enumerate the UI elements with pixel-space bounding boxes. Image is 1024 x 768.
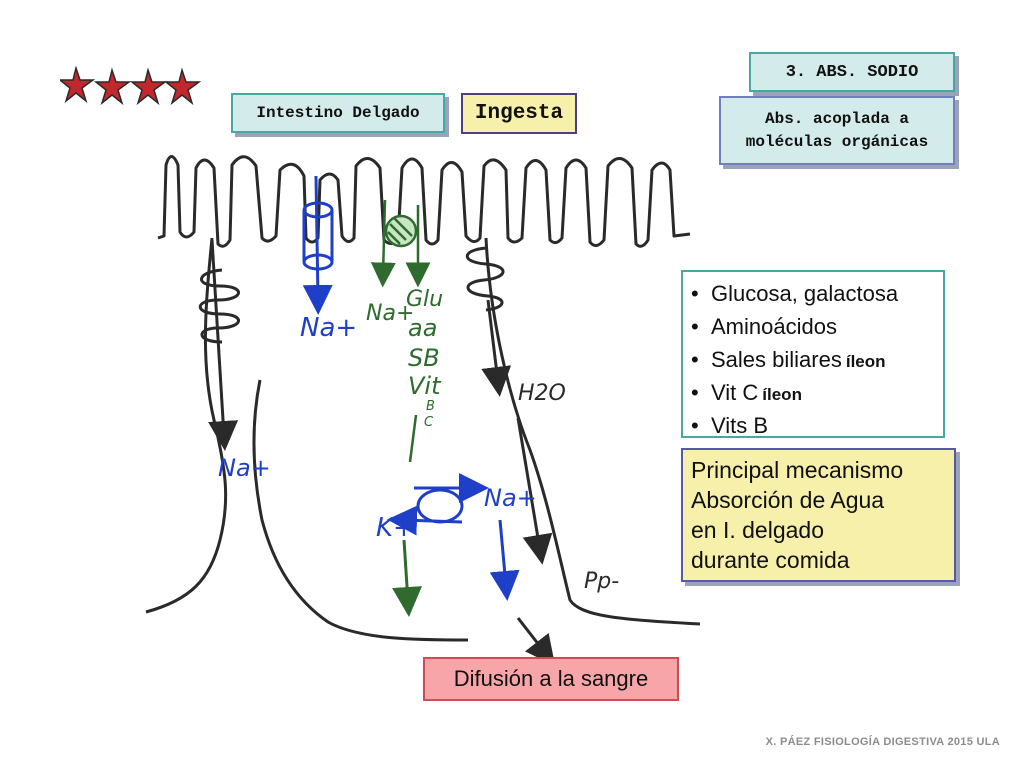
- bullet-icon: •: [691, 413, 699, 438]
- cotransport-na-label: Na+: [366, 301, 414, 326]
- list-item: • Vits B: [691, 410, 935, 443]
- ingesta-label: Ingesta: [461, 93, 577, 134]
- subtitle-box: Abs. acoplada a moléculas orgánicas: [719, 96, 955, 165]
- list-item: • Aminoácidos: [691, 311, 935, 344]
- water-arrow: [481, 299, 512, 397]
- list-item-note: íleon: [762, 385, 802, 404]
- bullet-icon: •: [691, 347, 699, 372]
- cotransport-sb-label: SB: [408, 344, 440, 372]
- center-cell-right-membrane: [484, 237, 701, 626]
- section-title-text: 3. ABS. SODIO: [785, 62, 919, 82]
- ingesta-text: Ingesta: [474, 102, 564, 125]
- difusion-text: Difusión a la sangre: [453, 666, 649, 691]
- list-item-text: Aminoácidos: [711, 314, 837, 339]
- principal-line-2: Absorción de Agua: [691, 487, 885, 513]
- na-left-label: Na+: [218, 454, 271, 482]
- intestino-delgado-label: Intestino Delgado: [231, 93, 445, 133]
- list-item-text: Glucosa, galactosa: [711, 281, 899, 306]
- k-label: K+: [376, 513, 415, 543]
- subtitle-line-1: Abs. acoplada a: [764, 109, 910, 128]
- cotransport-aa-label: aa: [408, 314, 437, 342]
- water-label: H2O: [518, 381, 566, 406]
- star-icon: [93, 67, 132, 106]
- tight-junction-right: [465, 246, 505, 312]
- bullet-icon: •: [691, 380, 699, 405]
- center-cell-membrane: [252, 379, 469, 642]
- footer-credit: X. PÁEZ FISIOLOGÍA DIGESTIVA 2015 ULA: [765, 736, 1000, 748]
- star-icon: [163, 67, 202, 106]
- na-channel-icon: [302, 175, 334, 315]
- left-cell-membrane: [145, 237, 228, 614]
- list-item: • Glucosa, galactosa: [691, 278, 935, 311]
- k-exit-arrow: [392, 539, 423, 617]
- star-icon: [60, 66, 96, 104]
- list-item-text: Vits B: [711, 413, 769, 438]
- cotransporter-icon: [370, 199, 431, 463]
- star-icon: [129, 67, 168, 106]
- list-item-note: íleon: [845, 352, 886, 371]
- priority-stars: [60, 66, 202, 106]
- bullet-icon: •: [691, 314, 699, 339]
- signature: Pp-: [584, 569, 619, 594]
- list-item-text: Sales biliares: [711, 347, 842, 372]
- na-channel-label: Na+: [300, 313, 357, 343]
- difusion-label: Difusión a la sangre: [423, 657, 679, 701]
- na-left-arrow: [208, 239, 239, 451]
- principal-line-4: durante comida: [691, 547, 850, 573]
- water-arrow-lower: [516, 417, 553, 565]
- molecule-list-box: • Glucosa, galactosa • Aminoácidos • Sales …: [681, 270, 945, 438]
- cotransport-vit-label: Vit: [408, 372, 442, 400]
- subtitle-line-2: moléculas orgánicas: [745, 132, 929, 151]
- cotransport-c-label: C: [424, 415, 434, 430]
- principal-mechanism-box: Principal mecanismo Absorción de Agua en…: [681, 448, 956, 582]
- intestino-text: Intestino Delgado: [256, 104, 420, 122]
- cotransport-glu-label: Glu: [406, 287, 443, 312]
- list-item-text: Vit C: [711, 380, 759, 405]
- section-title: 3. ABS. SODIO: [749, 52, 955, 92]
- bullet-icon: •: [691, 281, 699, 306]
- diffusion-arrow: [516, 617, 556, 666]
- cotransport-b-label: B: [426, 399, 435, 414]
- brush-border: [157, 155, 691, 248]
- pump-icon: [387, 473, 520, 601]
- principal-line-3: en I. delgado: [691, 517, 825, 543]
- molecule-list: • Glucosa, galactosa • Aminoácidos • Sales …: [691, 278, 935, 443]
- principal-line-1: Principal mecanismo: [691, 457, 904, 483]
- na-pump-label: Na+: [484, 484, 537, 512]
